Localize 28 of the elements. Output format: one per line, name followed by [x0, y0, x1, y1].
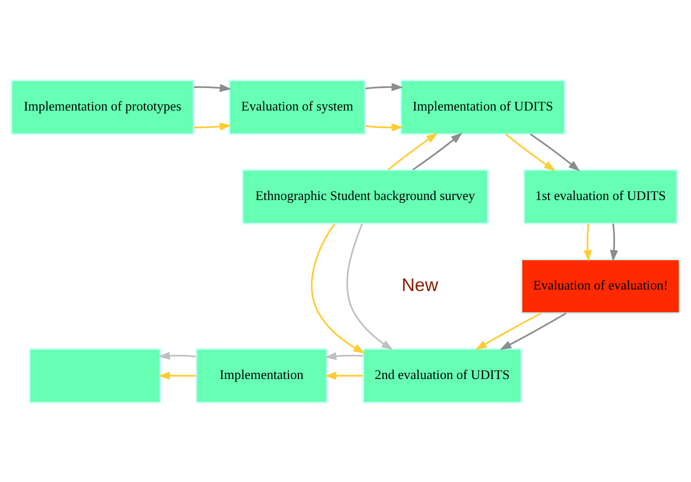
arrow	[365, 122, 404, 132]
arrow	[194, 83, 232, 92]
node-box: Implementation of UDITS	[400, 78, 566, 134]
arrow	[530, 133, 580, 171]
arrow	[505, 133, 556, 171]
node-box: Ethnographic Student background survey	[242, 168, 489, 224]
arrow	[412, 132, 462, 170]
node-box: 2nd evaluation of UDITS	[362, 348, 522, 404]
arrow	[324, 371, 363, 380]
arrow	[365, 82, 404, 91]
node-box: Implementation	[195, 348, 328, 404]
node-box	[28, 348, 162, 404]
label: New	[402, 273, 438, 294]
arrow	[194, 122, 232, 130]
arrow	[158, 351, 196, 360]
node-box: Evaluation of evaluation!	[520, 258, 680, 314]
arrow	[610, 223, 618, 262]
arrow	[500, 312, 567, 350]
arrow	[475, 312, 542, 350]
arrow	[346, 223, 394, 350]
node-box: Implementation of prototypes	[10, 78, 194, 134]
node-box: Evaluation of system	[228, 78, 366, 134]
node-box: 1st evaluation of UDITS	[523, 168, 678, 224]
arrow	[324, 352, 363, 360]
arrow	[388, 132, 438, 170]
arrow	[311, 222, 366, 354]
arrow	[584, 223, 592, 262]
arrow	[158, 371, 196, 380]
